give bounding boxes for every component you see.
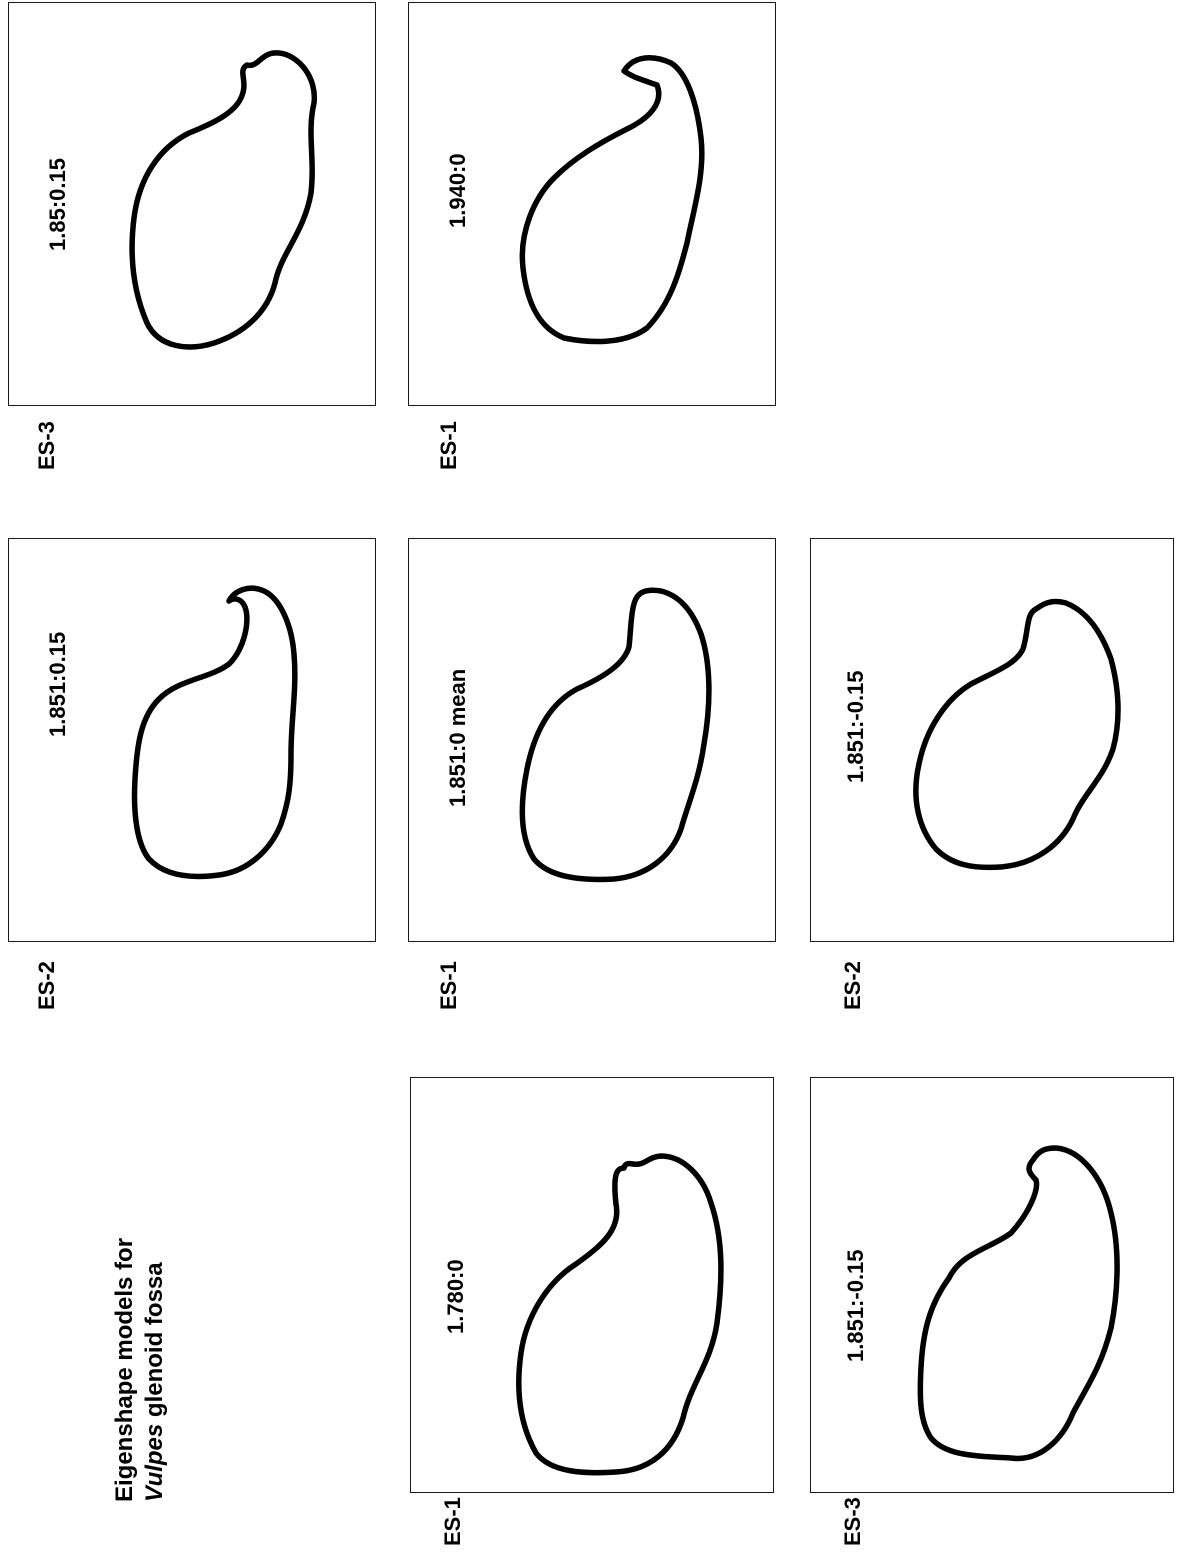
panel-6-value-label: 1.85:0.15 [45, 158, 71, 251]
eigenshape-panel-6: 1.85:0.15 [8, 2, 376, 406]
panel-7-value-label: 1.940:0 [445, 153, 471, 228]
eigenshape-panel-5: 1.851:-0.15 [810, 538, 1174, 942]
outline-shape-3 [9, 539, 376, 942]
title-line-1: Eigenshape models for [110, 1238, 140, 1502]
panel-2-value-label: 1.851:-0.15 [843, 1249, 869, 1362]
panel-6-axis-label: ES-3 [34, 421, 60, 470]
panel-3-value-label: 1.851:0.15 [45, 632, 71, 737]
figure-title: Eigenshape models for Vulpes glenoid fos… [110, 1238, 170, 1502]
title-species: Vulpes [141, 1424, 168, 1502]
title-line-2: Vulpes glenoid fossa [140, 1238, 170, 1502]
eigenshape-panel-7: 1.940:0 [408, 2, 776, 406]
panel-1-value-label: 1.780:0 [443, 1259, 469, 1334]
eigenshape-panel-3: 1.851:0.15 [8, 538, 376, 942]
title-rest: glenoid fossa [141, 1262, 168, 1423]
eigenshape-panel-2: 1.851:-0.15 [810, 1077, 1174, 1493]
panel-5-value-label: 1.851:-0.15 [843, 670, 869, 783]
panel-1-axis-label: ES-1 [440, 1497, 466, 1546]
eigenshape-panel-1: 1.780:0 [410, 1077, 774, 1493]
panel-3-axis-label: ES-2 [34, 961, 60, 1010]
panel-2-axis-label: ES-3 [840, 1497, 866, 1546]
panel-4-axis-label: ES-1 [436, 961, 462, 1010]
panel-5-axis-label: ES-2 [840, 961, 866, 1010]
panel-4-value-label: 1.851:0 mean [445, 669, 471, 807]
eigenshape-panel-4: 1.851:0 mean [408, 538, 776, 942]
panel-7-axis-label: ES-1 [436, 421, 462, 470]
